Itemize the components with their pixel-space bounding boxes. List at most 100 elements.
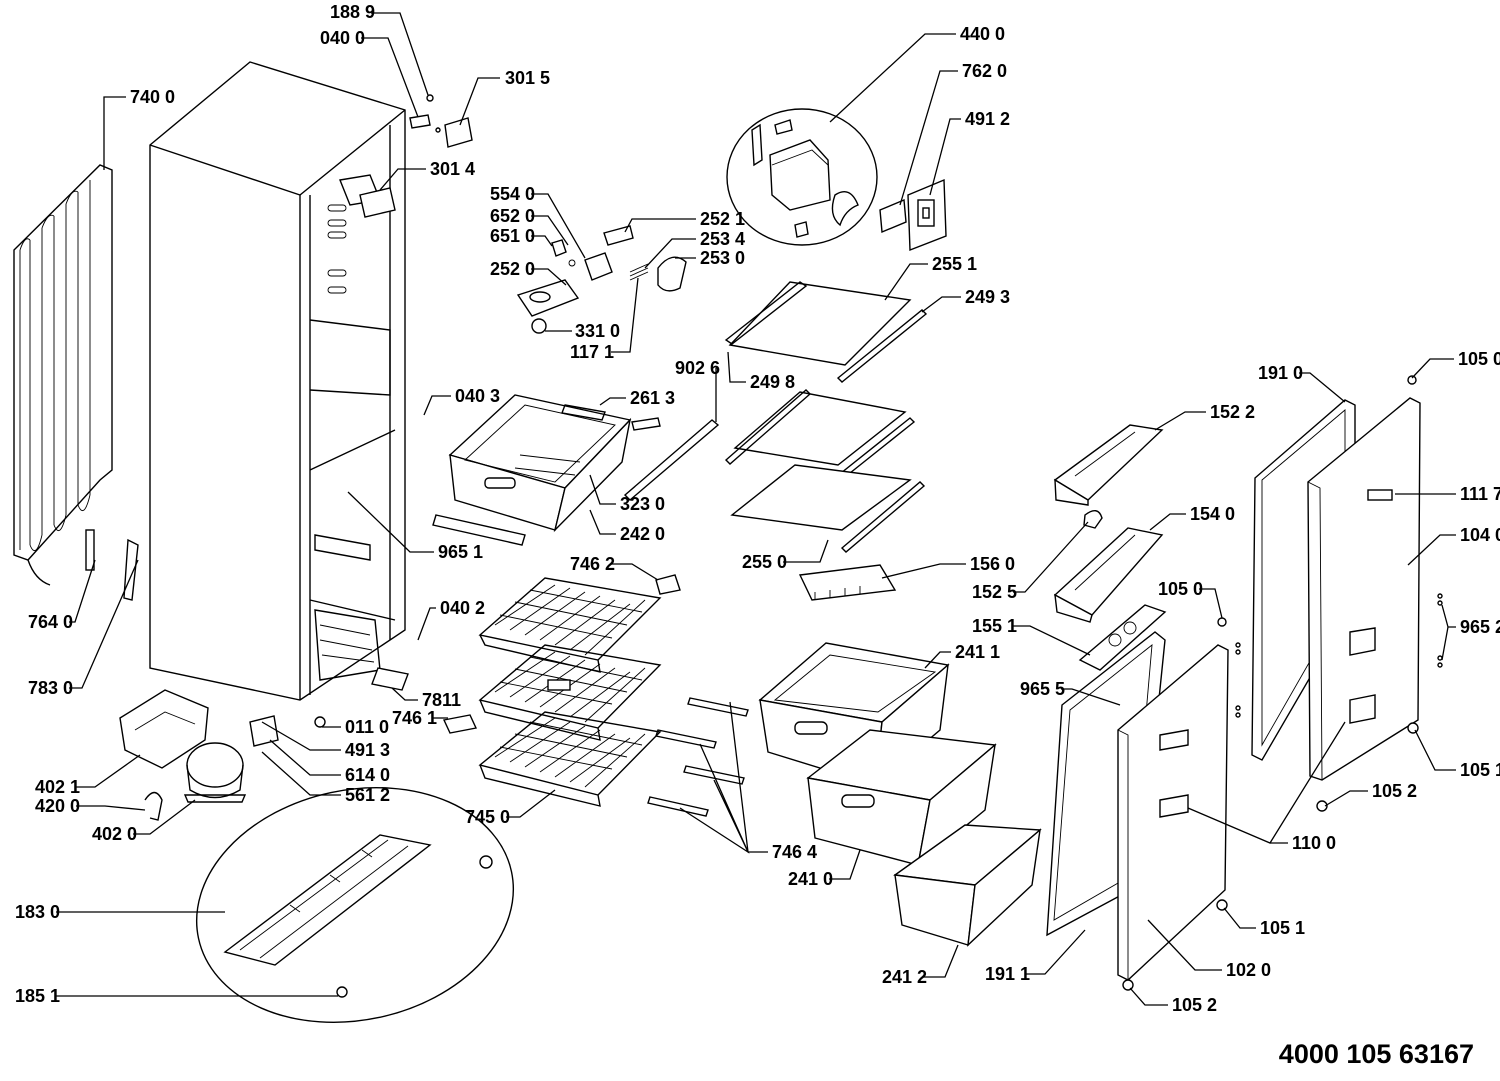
callout: 011 0 bbox=[322, 717, 389, 737]
callout: 242 0 bbox=[589, 509, 665, 544]
document-number: 4000 105 63167 bbox=[1278, 1039, 1474, 1069]
callout-label: 746 2 bbox=[570, 554, 615, 574]
callout-leader-line bbox=[829, 33, 956, 123]
thermostat-lamp-assembly bbox=[516, 225, 687, 334]
callout: 155 1 bbox=[972, 616, 1091, 656]
callout-leader-line bbox=[1411, 358, 1454, 379]
callout-label: 111 7 bbox=[1460, 484, 1500, 504]
callout-leader-line bbox=[1129, 987, 1168, 1006]
callout: 965 5 bbox=[1020, 679, 1121, 706]
callout-leader-line bbox=[599, 397, 626, 406]
callout-label: 105 2 bbox=[1172, 995, 1217, 1015]
callout-label: 745 0 bbox=[465, 807, 510, 827]
callout-label: 652 0 bbox=[490, 206, 535, 226]
wire-baskets bbox=[478, 577, 662, 807]
callout: 902 6 bbox=[675, 358, 720, 422]
callout: 402 0 bbox=[92, 799, 196, 844]
callout: 252 0 bbox=[490, 259, 567, 286]
callout: 105 1 bbox=[1414, 729, 1500, 780]
callout-leader-line bbox=[459, 77, 500, 126]
callout-leader-line bbox=[727, 351, 746, 383]
door-bin-154-0 bbox=[1053, 527, 1164, 623]
callout-leader-line bbox=[76, 754, 141, 788]
callout: 261 3 bbox=[599, 388, 675, 408]
callout-leader-line bbox=[881, 563, 966, 579]
callout-leader-line bbox=[899, 70, 958, 206]
callout: 104 0 bbox=[1407, 525, 1500, 566]
callout-label: 105 0 bbox=[1158, 579, 1203, 599]
callout-label: 965 5 bbox=[1020, 679, 1065, 699]
callout-leader-line bbox=[417, 607, 436, 641]
callout-leader-line bbox=[1199, 588, 1223, 619]
callout: 188 9 bbox=[330, 2, 429, 96]
callout-leader-line bbox=[1026, 929, 1086, 975]
callout-label: 554 0 bbox=[490, 184, 535, 204]
callout: 965 1 bbox=[347, 491, 483, 562]
callout: 111 7 bbox=[1395, 484, 1500, 504]
callout-label: 152 5 bbox=[972, 582, 1017, 602]
callout-label: 255 0 bbox=[742, 552, 787, 572]
glass-shelf-middle bbox=[724, 389, 916, 490]
callout: 255 1 bbox=[884, 254, 977, 301]
fan-assembly bbox=[726, 108, 947, 252]
callout: 301 4 bbox=[379, 159, 475, 191]
drain-tube bbox=[85, 529, 139, 601]
callout-label: 440 0 bbox=[960, 24, 1005, 44]
callout: 253 4 bbox=[644, 229, 745, 269]
callout: 252 1 bbox=[624, 209, 745, 233]
callout: 331 0 bbox=[545, 321, 620, 341]
refrigerator-cabinet bbox=[149, 61, 406, 701]
callout-label: 740 0 bbox=[130, 87, 175, 107]
callout-leader-line bbox=[261, 751, 341, 796]
callout-label: 152 2 bbox=[1210, 402, 1255, 422]
callout-leader-line bbox=[1147, 919, 1222, 971]
callout-leader-line bbox=[1223, 907, 1256, 929]
callout-label: 040 3 bbox=[455, 386, 500, 406]
callout-leader-line bbox=[923, 944, 959, 978]
callout: 105 0 bbox=[1158, 579, 1223, 619]
callout: 183 0 bbox=[15, 902, 225, 922]
callout-label: 105 2 bbox=[1372, 781, 1417, 801]
callout-label: 402 0 bbox=[92, 824, 137, 844]
callout: 117 1 bbox=[570, 277, 639, 362]
callout-label: 253 4 bbox=[700, 229, 745, 249]
callout-leader-line bbox=[531, 235, 553, 247]
callout-leader-line bbox=[1414, 729, 1456, 771]
callout: 255 0 bbox=[742, 539, 829, 572]
callout-leader-line bbox=[69, 559, 139, 689]
compressor bbox=[183, 742, 247, 803]
callout-leader-line bbox=[924, 651, 951, 669]
callout: 241 1 bbox=[924, 642, 1000, 669]
basket-brackets bbox=[371, 574, 749, 817]
callout-label: 902 6 bbox=[675, 358, 720, 378]
callout-label: 040 2 bbox=[440, 598, 485, 618]
callout-label: 614 0 bbox=[345, 765, 390, 785]
callout: 154 0 bbox=[1149, 504, 1235, 531]
callout-label: 301 4 bbox=[430, 159, 475, 179]
callout: 253 0 bbox=[675, 248, 745, 268]
callout: 152 5 bbox=[972, 521, 1089, 602]
callout: 420 0 bbox=[35, 796, 146, 816]
callout: 191 0 bbox=[1258, 363, 1346, 403]
callout: 745 0 bbox=[465, 789, 556, 827]
compressor-electricals bbox=[144, 715, 326, 821]
callout: 554 0 bbox=[490, 184, 586, 259]
callout-leader-line bbox=[1013, 521, 1089, 593]
callout-label: 402 1 bbox=[35, 777, 80, 797]
callout: 323 0 bbox=[589, 474, 665, 514]
compressor-tray bbox=[119, 689, 209, 769]
callout: 746 4 bbox=[679, 701, 817, 862]
top-hinge-hardware bbox=[359, 94, 473, 218]
callout-label: 253 0 bbox=[700, 248, 745, 268]
callout-label: 301 5 bbox=[505, 68, 550, 88]
callout-leader-line bbox=[1407, 534, 1456, 566]
callout: 7811 bbox=[391, 687, 461, 710]
callout-leader-line bbox=[531, 193, 586, 259]
callout: 105 1 bbox=[1223, 907, 1305, 938]
callout: 040 0 bbox=[320, 28, 419, 118]
door-bin-152-2 bbox=[1053, 424, 1164, 506]
callout-leader-line bbox=[1187, 721, 1346, 844]
